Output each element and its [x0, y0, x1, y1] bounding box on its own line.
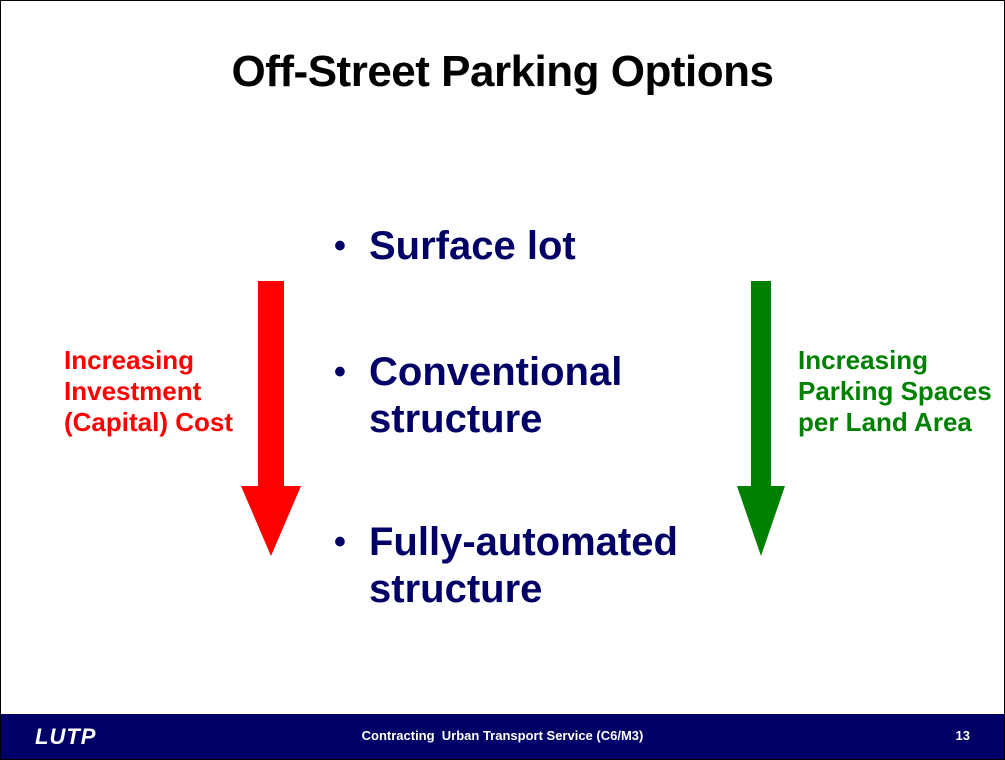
bullet-text: Surface lot	[369, 224, 576, 268]
footer-course-title: Contracting Urban Transport Service (C6/…	[361, 728, 644, 743]
footer-bar: LUTP Contracting Urban Transport Service…	[1, 714, 1004, 759]
bullet-text: Conventional structure	[369, 350, 623, 441]
bullet-marker: •	[334, 523, 346, 561]
investment-cost-label: Increasing Investment (Capital) Cost	[64, 345, 233, 437]
bullet-marker: •	[334, 353, 346, 391]
lutp-logo: LUTP	[35, 724, 97, 749]
page-number: 13	[955, 728, 970, 743]
down-arrow-icon	[737, 281, 785, 556]
down-arrow-icon	[241, 281, 301, 556]
slide-title: Off-Street Parking Options	[231, 47, 774, 96]
bullet-item-surface-lot: • Surface lot	[334, 223, 764, 270]
bullet-text: Fully-automated structure	[369, 520, 678, 611]
bullet-marker: •	[334, 227, 346, 265]
bullet-item-fully-automated-structure: • Fully-automated structure	[334, 519, 764, 613]
bullet-item-conventional-structure: • Conventional structure	[334, 349, 764, 443]
parking-spaces-label: Increasing Parking Spaces per Land Area	[798, 345, 992, 437]
